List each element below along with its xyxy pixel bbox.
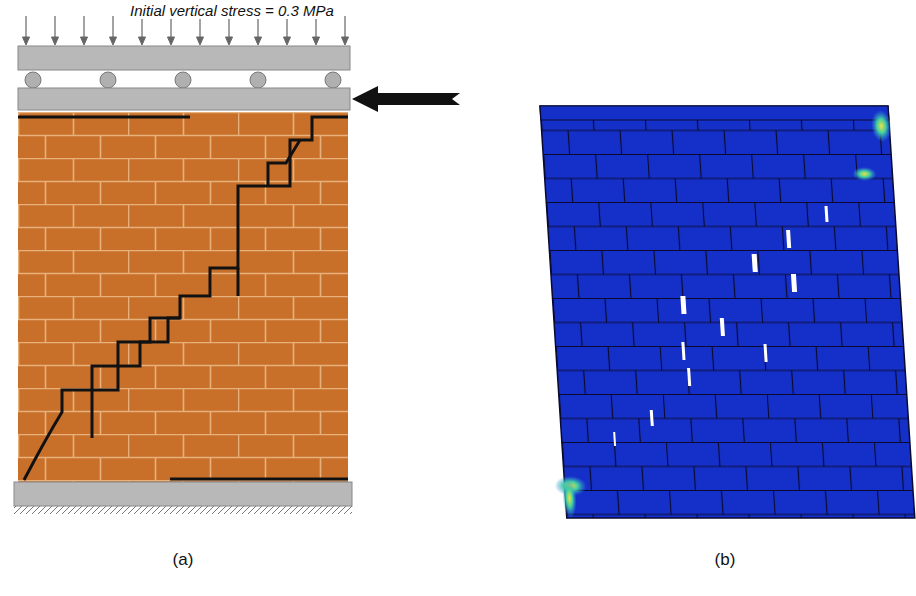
masonry-wall bbox=[18, 112, 348, 482]
fixed-support bbox=[14, 506, 352, 514]
bottom-beam bbox=[14, 482, 352, 506]
opened-joints bbox=[599, 206, 844, 446]
cracks bbox=[18, 117, 348, 480]
load-label: Initial vertical stress = 0.3 MPa bbox=[127, 2, 337, 19]
loading-plate bbox=[18, 46, 350, 70]
top-beam bbox=[18, 88, 350, 110]
lateral-load-arrow bbox=[352, 86, 460, 112]
panel-label: (a) bbox=[173, 550, 194, 570]
panel-label: (b) bbox=[715, 550, 736, 570]
deformed-wall bbox=[530, 106, 916, 518]
rollers bbox=[25, 72, 341, 88]
load-arrows bbox=[23, 16, 349, 45]
